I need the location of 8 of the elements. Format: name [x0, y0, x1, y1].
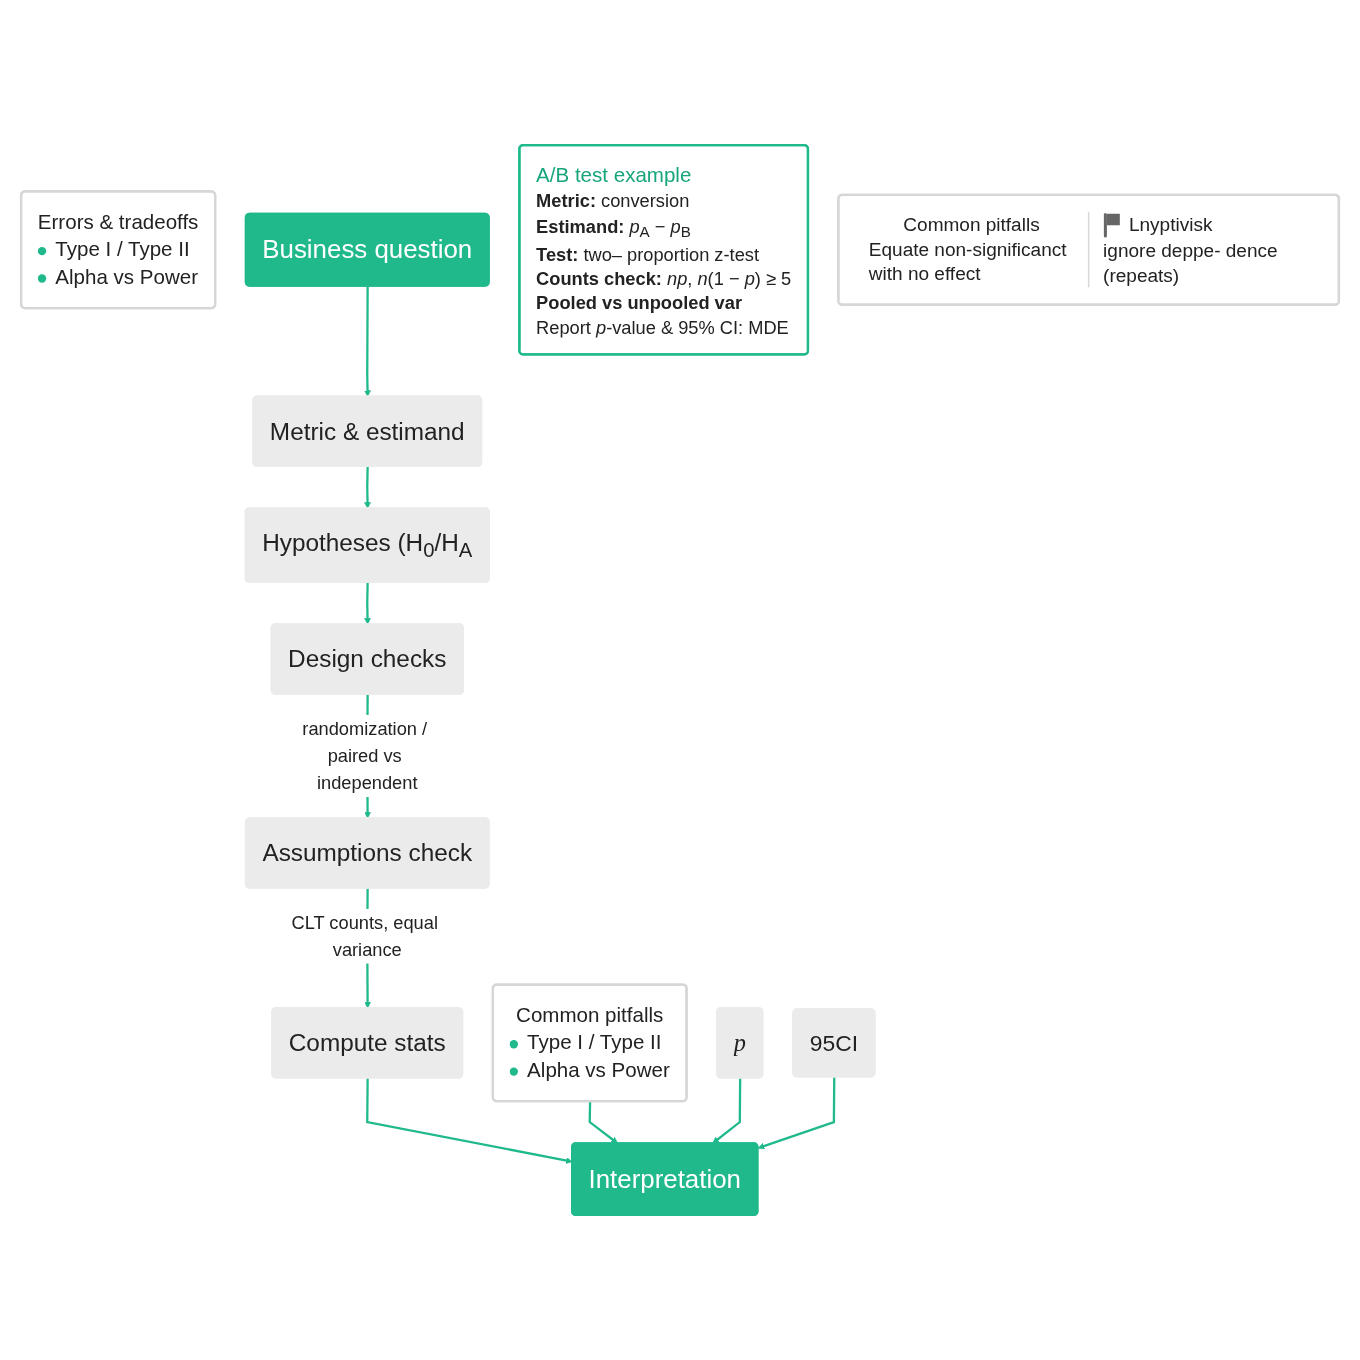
- edge-label: randomization / paired vs independent: [302, 717, 428, 794]
- arrow: [364, 582, 371, 625]
- arrow: [588, 1101, 618, 1144]
- arrow: [364, 466, 371, 509]
- edge-label: CLT counts, equal variance: [291, 911, 438, 960]
- arrow: [757, 1076, 836, 1150]
- arrow: [712, 1078, 742, 1144]
- arrow: [364, 286, 371, 397]
